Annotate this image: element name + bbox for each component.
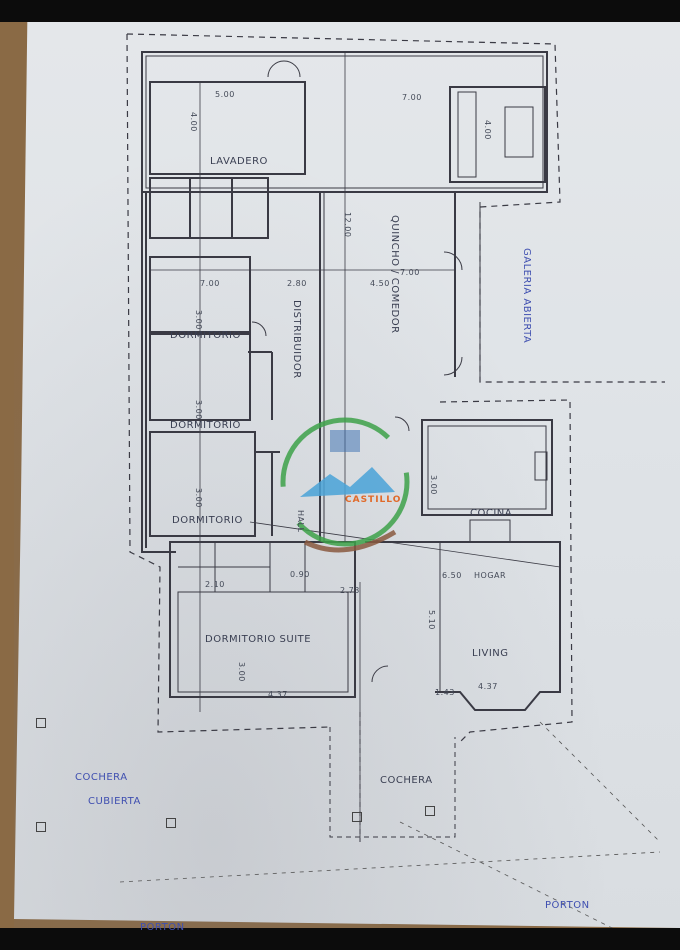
site-marker [166,818,176,828]
label-dormitorio-2: DORMITORIO [170,420,241,431]
label-dormitorio-3: DORMITORIO [172,515,243,526]
room-dorm2 [149,333,273,421]
label-cochera: COCHERA [380,775,433,786]
label-dormitorio-1: DORMITORIO [170,330,241,341]
dim-label: 6.50 [442,571,462,580]
room-living [365,519,561,711]
dim-label: 3.00 [194,400,203,420]
dim-label: 7.00 [402,93,422,102]
dim-label: 4.37 [478,682,498,691]
dim-label: 3.00 [194,488,203,508]
label-porton-2: PORTON [545,900,590,911]
label-living: LIVING [472,648,509,659]
label-cochera-cubierta-2: CUBIERTA [88,796,141,807]
label-lavadero: LAVADERO [210,156,268,167]
label-porton-1: PORTON [140,922,185,933]
dim-label: 3.00 [429,475,438,495]
paper-sheet [14,22,680,928]
dim-label: 4.37 [268,690,288,699]
room-kitchen [421,419,553,516]
room-suite [169,541,356,698]
dim-label: 0.90 [290,570,310,579]
label-galeria: GALERIA ABIERTA [521,248,532,344]
label-distribuidor: DISTRIBUIDOR [291,300,302,379]
dim-label: 2.73 [340,586,360,595]
dim-label: 1.43 [435,688,455,697]
label-dormitorio-suite: DORMITORIO SUITE [205,634,312,645]
room-dorm3 [149,431,280,537]
room-baths-top [149,177,269,239]
room-bbq [449,86,546,183]
dim-label: 3.00 [237,662,246,682]
watermark-text: CASTILLO [345,495,402,505]
dim-label: 7.00 [400,268,420,277]
site-marker [36,718,46,728]
garage-area [329,712,456,842]
dim-label: 4.00 [483,120,492,140]
dim-label: 7.00 [200,279,220,288]
label-cocina: COCINA [470,508,513,519]
site-marker [36,822,46,832]
site-lines [119,721,661,928]
dim-label: 4.00 [189,112,198,132]
dim-label: 5.00 [215,90,235,99]
label-quincho: QUINCHO / COMEDOR [389,215,400,334]
site-marker [352,812,362,822]
floor-plan [119,33,665,928]
dim-label: 5.10 [427,610,436,630]
site-marker [425,806,435,816]
dim-label: 12.00 [343,212,352,238]
dim-label: 2.10 [205,580,225,589]
label-hogar: HOGAR [474,571,507,580]
dim-label: 2.80 [287,279,307,288]
watermark-logo [280,417,410,553]
label-cochera-cubierta-1: COCHERA [75,772,128,783]
room-lavadero [149,81,306,175]
lot-boundary [126,33,665,743]
label-hall: HALL [296,510,305,533]
dim-label: 4.50 [370,279,390,288]
dim-label: 3.00 [194,310,203,330]
door-swings [251,60,463,683]
